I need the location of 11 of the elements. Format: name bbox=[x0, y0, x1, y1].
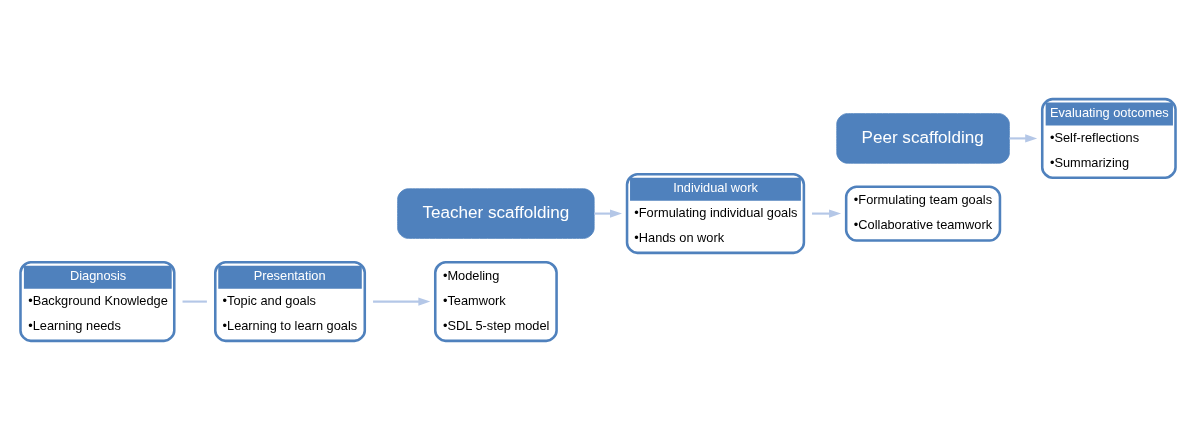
arrow bbox=[373, 297, 431, 306]
node-box: Peer scaffolding bbox=[836, 113, 1010, 164]
node-box: Diagnosis •Background Knowledge •Learning needs bbox=[19, 261, 176, 343]
node-box: Presentation •Topic and goals •Learning to learn goals bbox=[214, 261, 367, 343]
connector bbox=[182, 300, 207, 303]
arrow bbox=[594, 209, 622, 218]
node-box: Teacher scaffolding bbox=[397, 188, 595, 239]
node-box: Individual work •Formulating individual goals •Hands on work bbox=[625, 173, 806, 255]
node-box: •Modeling •Teamwork •SDL 5-step model bbox=[433, 261, 558, 343]
node-box: •Formulating team goals •Collaborative teamwork bbox=[844, 185, 1002, 242]
node-box: Evaluating ootcomes •Self-reflections •Summarizing bbox=[1040, 97, 1177, 179]
